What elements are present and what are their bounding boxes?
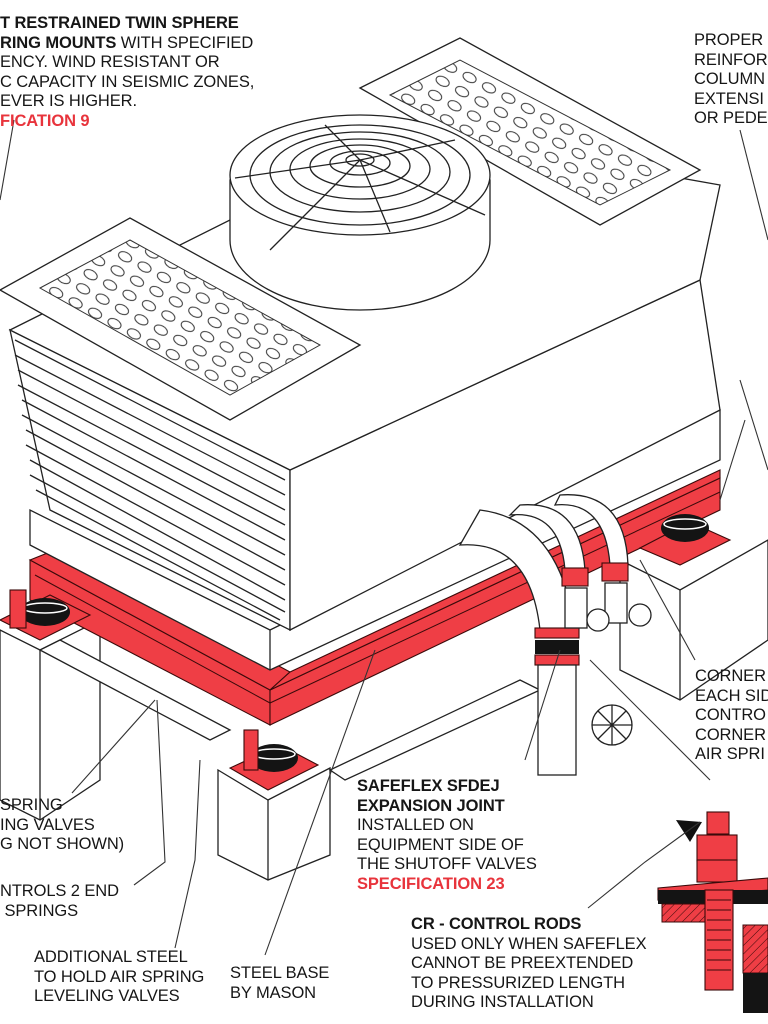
leader-lines	[0, 119, 768, 956]
proper-line-4: EXTENSI	[694, 89, 764, 108]
air-spring-mount-front	[228, 729, 320, 791]
louvers	[14, 339, 286, 621]
proper-line-5: OR PEDE	[694, 109, 768, 127]
safeflex-spec: SPECIFICATION 23	[357, 874, 505, 893]
mounts-spec: FICATION 9	[0, 111, 90, 130]
label-additional-steel: ADDITIONAL STEEL TO HOLD AIR SPRING LEVE…	[34, 948, 204, 1007]
label-steel-base: STEEL BASE BY MASON	[230, 964, 329, 1003]
label-controls: NTROLS 2 END SPRINGS	[0, 882, 119, 921]
control-rod-detail	[657, 811, 768, 1013]
expansion-joint-small	[561, 562, 629, 587]
mounts-line-3: EVER IS HIGHER.	[0, 92, 137, 110]
additional-steel-line-1: ADDITIONAL STEEL	[34, 948, 188, 966]
safeflex-line-2: EQUIPMENT SIDE OF	[357, 835, 524, 854]
perforated-basin-left	[0, 217, 362, 421]
label-safeflex: SAFEFLEX SFDEJ EXPANSION JOINT INSTALLED…	[357, 777, 537, 894]
mounts-bold-2: RING MOUNTS	[0, 33, 117, 52]
control-rods-bold: CR - CONTROL RODS	[411, 915, 582, 933]
proper-line-3: COLUMN	[694, 70, 765, 88]
shutoff-valve-large	[537, 664, 633, 776]
label-control-rods: CR - CONTROL RODS USED ONLY WHEN SAFEFLE…	[411, 915, 647, 1013]
concrete-pier-right	[619, 539, 768, 701]
mounts-bold-1: T RESTRAINED TWIN SPHERE	[0, 14, 239, 32]
safeflex-line-1: INSTALLED ON	[357, 816, 474, 834]
proper-line-1: PROPER	[694, 31, 764, 49]
label-proper: PROPER REINFOR COLUMN EXTENSI OR PEDE	[694, 31, 768, 129]
air-spring-line-1: SPRING	[0, 796, 63, 814]
steel-base-line-2: BY MASON	[230, 983, 317, 1002]
air-spring-mount-right	[638, 514, 732, 566]
additional-steel-line-2: TO HOLD AIR SPRING	[34, 967, 205, 986]
air-spring-line-2: ING VALVES	[0, 815, 95, 834]
mounts-line-2: C CAPACITY IN SEISMIC ZONES,	[0, 72, 255, 91]
control-rods-line-2: CANNOT BE PREEXTENDED	[411, 954, 634, 972]
controls-line-1: NTROLS 2 END	[0, 882, 119, 900]
proper-line-2: REINFOR	[694, 50, 768, 69]
label-air-spring: SPRING ING VALVES G NOT SHOWN)	[0, 796, 124, 855]
mounts-text-after-bold: WITH SPECIFIED	[116, 33, 254, 52]
air-spring-mount-left	[0, 589, 92, 641]
corner-line-2: EACH SID	[695, 686, 768, 705]
shutoff-valve-small	[564, 582, 652, 632]
safeflex-bold-2: EXPANSION JOINT	[357, 796, 505, 815]
control-rods-line-1: USED ONLY WHEN SAFEFLEX	[411, 934, 647, 953]
fan-guard	[229, 114, 491, 311]
safeflex-line-3: THE SHUTOFF VALVES	[357, 855, 537, 873]
label-corner: CORNER EACH SID CONTRO CORNER AIR SPRI	[695, 667, 768, 765]
label-mounts: T RESTRAINED TWIN SPHERE RING MOUNTS WIT…	[0, 14, 254, 131]
control-rods-line-4: DURING INSTALLATION	[411, 993, 594, 1011]
corner-line-5: AIR SPRI	[695, 745, 765, 763]
mounts-line-1: ENCY. WIND RESISTANT OR	[0, 53, 220, 71]
controls-line-2: SPRINGS	[0, 901, 79, 920]
corner-line-4: CORNER	[695, 725, 766, 744]
corner-line-1: CORNER	[695, 667, 766, 685]
safeflex-bold-1: SAFEFLEX SFDEJ	[357, 777, 500, 795]
corner-line-3: CONTRO	[695, 706, 766, 724]
air-spring-line-3: G NOT SHOWN)	[0, 835, 125, 853]
perforated-basin-right	[358, 37, 702, 226]
control-rods-line-3: TO PRESSURIZED LENGTH	[411, 973, 625, 992]
steel-base-line-1: STEEL BASE	[230, 964, 330, 982]
additional-steel-line-3: LEVELING VALVES	[34, 987, 180, 1005]
